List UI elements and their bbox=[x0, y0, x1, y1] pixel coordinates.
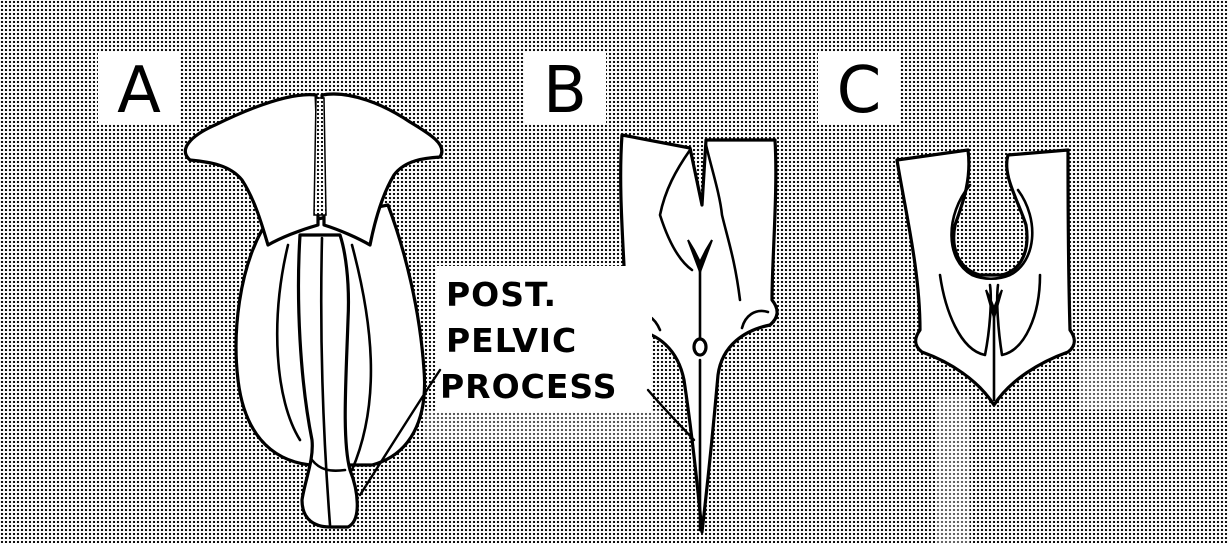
girdle-a-midline-cartilage bbox=[314, 98, 326, 215]
panel-label-b: B bbox=[543, 54, 587, 128]
background-blotch bbox=[1080, 358, 1228, 410]
panel-label-a: A bbox=[117, 54, 161, 128]
callout-line-2: PELVIC bbox=[446, 321, 577, 360]
girdle-b-foramen bbox=[694, 339, 706, 355]
callout-line-3: PROCESS bbox=[440, 367, 617, 406]
background-blotch bbox=[935, 395, 970, 543]
callout-line-1: POST. bbox=[446, 275, 557, 314]
background-blotch bbox=[425, 410, 660, 440]
panel-label-c: C bbox=[837, 54, 882, 128]
